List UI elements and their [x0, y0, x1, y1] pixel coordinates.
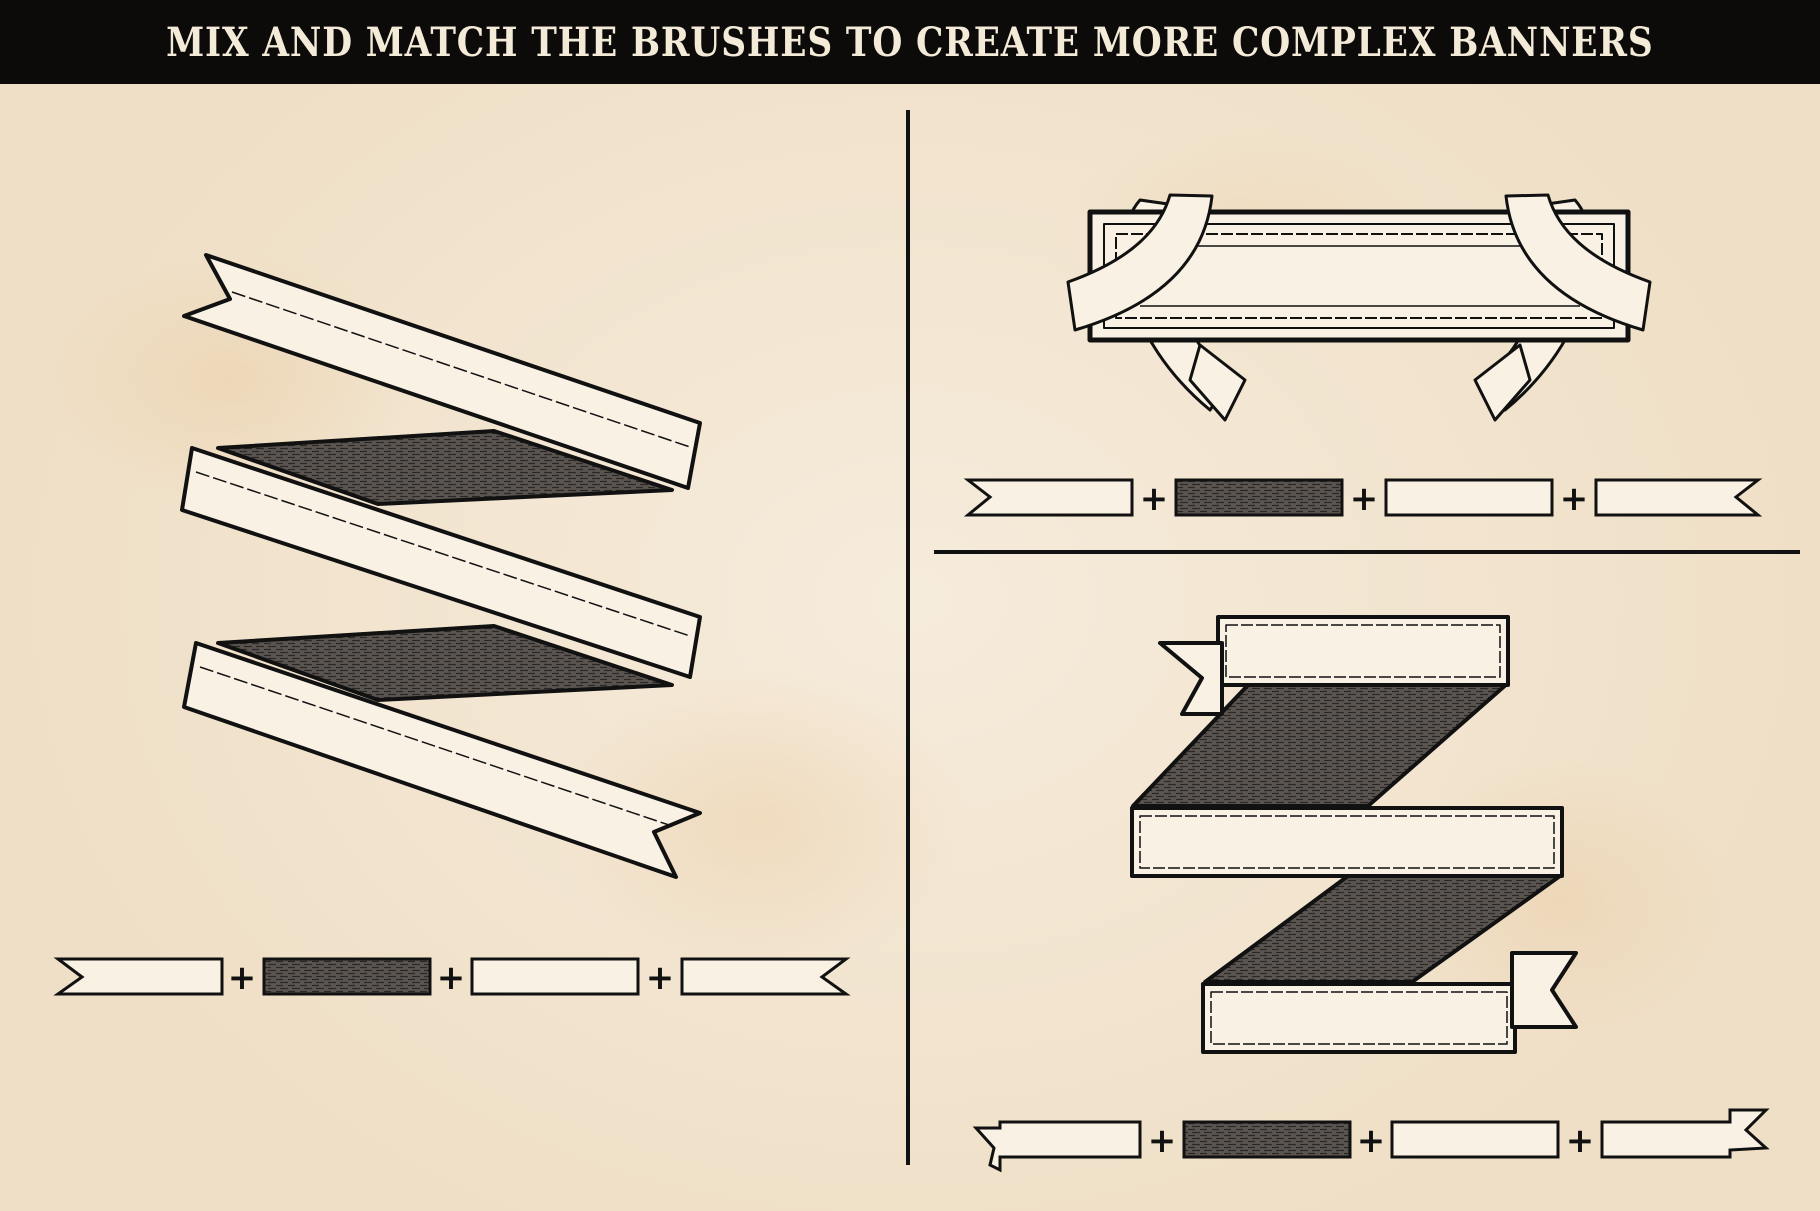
left-piece-fold — [262, 957, 432, 996]
br-tail-bottom — [1510, 951, 1578, 1029]
left-fold-1 — [216, 429, 674, 506]
br-piece-body — [1390, 1120, 1560, 1159]
bottom-right-equation — [972, 1108, 1770, 1173]
left-ribbon-1 — [182, 253, 702, 490]
ribbon-front-right — [1504, 193, 1652, 332]
ribbon-front-left — [1066, 193, 1214, 332]
tr-piece-fold — [1174, 478, 1344, 517]
left-equation — [53, 957, 851, 996]
page-title: MIX AND MATCH THE BRUSHES TO CREATE MORE… — [166, 18, 1654, 66]
br-tail-top — [1158, 641, 1224, 716]
tr-plus-3: + — [1560, 479, 1589, 519]
left-piece-end — [680, 957, 851, 996]
br-plus-2: + — [1357, 1121, 1386, 1161]
br-fold-2 — [1203, 874, 1562, 984]
left-zigzag-banner — [180, 253, 702, 879]
tr-piece-end — [1594, 478, 1763, 517]
br-plus-3: + — [1566, 1121, 1595, 1161]
left-piece-tail — [53, 957, 224, 996]
header-bar: MIX AND MATCH THE BRUSHES TO CREATE MORE… — [0, 0, 1820, 84]
top-right-frame-banner — [1066, 193, 1652, 422]
br-ribbon-middle — [1130, 806, 1564, 878]
tr-piece-tail — [963, 478, 1134, 517]
tr-piece-body — [1384, 478, 1554, 517]
tail-left — [1188, 343, 1247, 422]
left-piece-body — [470, 957, 640, 996]
top-right-equation — [963, 478, 1763, 517]
br-piece-fold — [1182, 1120, 1352, 1159]
br-plus-1: + — [1148, 1121, 1177, 1161]
bottom-right-z-banner — [1130, 615, 1578, 1054]
left-plus-1: + — [228, 958, 257, 998]
tr-plus-1: + — [1140, 479, 1169, 519]
tail-right — [1473, 343, 1532, 422]
left-ribbon-2 — [180, 446, 702, 679]
br-ribbon-top — [1216, 615, 1510, 687]
left-plus-2: + — [437, 958, 466, 998]
br-piece-end — [1600, 1108, 1770, 1159]
left-fold-2 — [216, 624, 674, 702]
tr-plus-2: + — [1350, 479, 1379, 519]
left-plus-3: + — [646, 958, 675, 998]
left-ribbon-3 — [182, 641, 702, 879]
br-piece-tail — [972, 1120, 1142, 1173]
br-ribbon-bottom — [1201, 982, 1517, 1054]
